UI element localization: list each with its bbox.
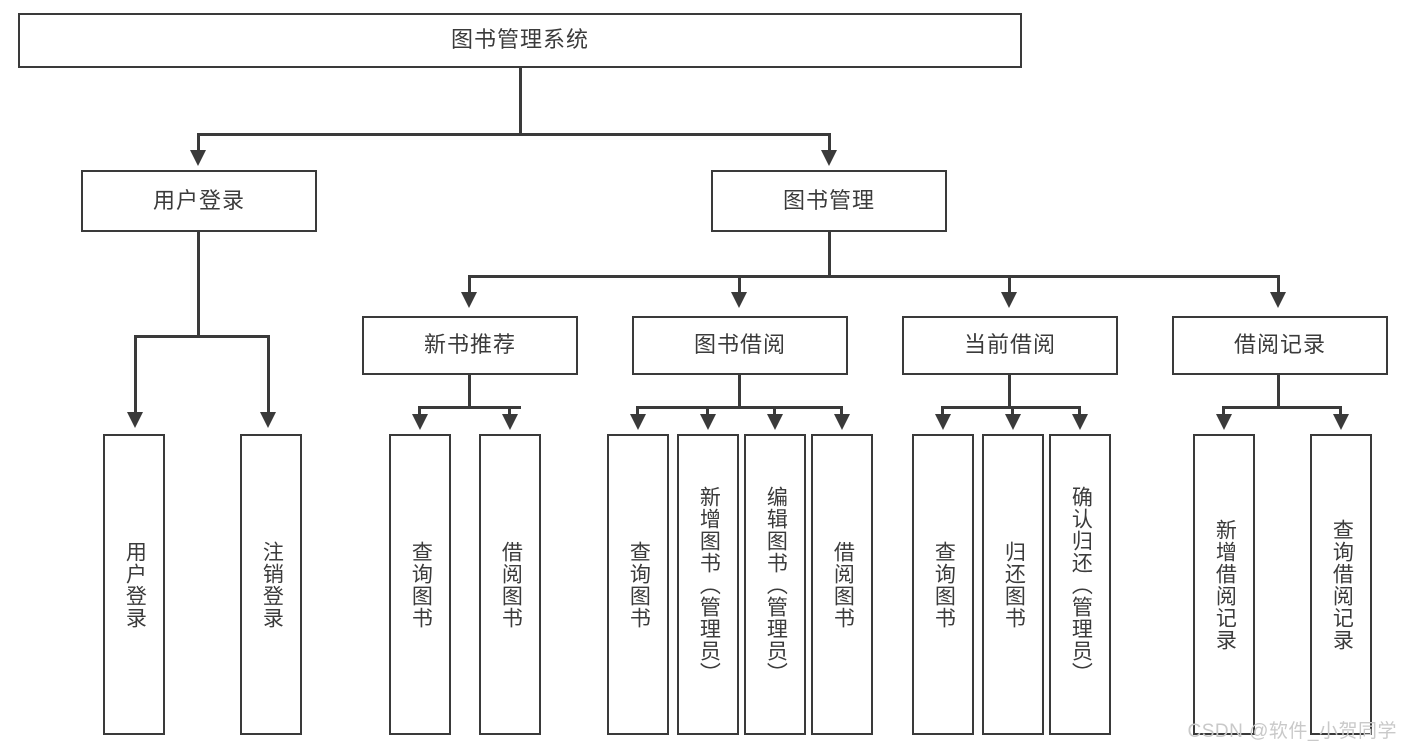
- leaf-current-borrow-3[interactable]: 确认归还（管理员）: [1049, 434, 1111, 735]
- connector-new-book-recommend-bus: [418, 406, 521, 409]
- node-label: 用户登录: [123, 540, 147, 629]
- node-borrow-record[interactable]: 借阅记录: [1172, 316, 1388, 375]
- arrowhead-user-login: [190, 150, 206, 166]
- arrowhead-leaf-cb-1: [935, 414, 951, 430]
- connector-new-book-recommend-stem: [468, 375, 471, 408]
- node-label: 查询图书: [932, 540, 956, 629]
- connector-book-borrow-stem: [738, 375, 741, 408]
- leaf-new-book-recommend-1[interactable]: 查询图书: [389, 434, 451, 735]
- arrowhead-leaf-user-login-1: [127, 412, 143, 428]
- connector-bb-to-leaf-1: [636, 406, 639, 418]
- connector-cb-to-leaf-1: [941, 406, 944, 418]
- node-label: 编辑图书（管理员）: [764, 485, 788, 684]
- arrowhead-leaf-cb-3: [1072, 414, 1088, 430]
- arrowhead-leaf-bb-1: [630, 414, 646, 430]
- connector-bb-to-leaf-2: [706, 406, 709, 418]
- node-label: 注销登录: [260, 540, 284, 629]
- connector-root-bus: [197, 133, 831, 136]
- node-label: 新书推荐: [423, 332, 516, 358]
- leaf-borrow-record-1[interactable]: 新增借阅记录: [1193, 434, 1255, 735]
- arrowhead-leaf-br-2: [1333, 414, 1349, 430]
- connector-bm-to-borrow-record: [1277, 275, 1280, 295]
- arrowhead-leaf-nbr-1: [412, 414, 428, 430]
- node-root-book-management-system[interactable]: 图书管理系统: [18, 13, 1022, 68]
- node-current-borrow[interactable]: 当前借阅: [902, 316, 1118, 375]
- node-book-borrow[interactable]: 图书借阅: [632, 316, 848, 375]
- connector-root-to-user-login: [197, 133, 200, 153]
- node-label: 借阅记录: [1233, 332, 1326, 358]
- node-book-management[interactable]: 图书管理: [711, 170, 947, 232]
- connector-nbr-to-leaf-2: [508, 406, 511, 418]
- connector-user-login-bus: [134, 335, 270, 338]
- node-label: 图书管理: [782, 187, 875, 213]
- node-label: 图书管理系统: [450, 27, 589, 53]
- leaf-new-book-recommend-2[interactable]: 借阅图书: [479, 434, 541, 735]
- arrowhead-book-management: [821, 150, 837, 166]
- node-label: 归还图书: [1002, 540, 1026, 629]
- arrowhead-leaf-nbr-2: [502, 414, 518, 430]
- node-label: 图书借阅: [693, 332, 786, 358]
- leaf-user-login-2[interactable]: 注销登录: [240, 434, 302, 735]
- node-label: 确认归还（管理员）: [1069, 485, 1093, 684]
- node-label: 用户登录: [152, 187, 245, 213]
- connector-root-to-book-management: [828, 133, 831, 153]
- node-label: 新增借阅记录: [1213, 518, 1237, 651]
- connector-nbr-to-leaf-1: [418, 406, 421, 418]
- connector-book-management-stem: [828, 232, 831, 277]
- connector-current-borrow-stem: [1008, 375, 1011, 408]
- connector-br-to-leaf-1: [1222, 406, 1225, 418]
- connector-cb-to-leaf-3: [1078, 406, 1081, 418]
- arrowhead-leaf-user-login-2: [260, 412, 276, 428]
- leaf-borrow-record-2[interactable]: 查询借阅记录: [1310, 434, 1372, 735]
- connector-bb-to-leaf-4: [840, 406, 843, 418]
- leaf-book-borrow-3[interactable]: 编辑图书（管理员）: [744, 434, 806, 735]
- node-user-login[interactable]: 用户登录: [81, 170, 317, 232]
- arrowhead-book-borrow: [731, 292, 747, 308]
- arrowhead-leaf-br-1: [1216, 414, 1232, 430]
- node-label: 查询图书: [627, 540, 651, 629]
- connector-user-login-to-leaf-2: [267, 335, 270, 415]
- connector-cb-to-leaf-2: [1011, 406, 1014, 418]
- connector-br-to-leaf-2: [1339, 406, 1342, 418]
- connector-bm-to-book-borrow: [738, 275, 741, 295]
- connector-bb-to-leaf-3: [773, 406, 776, 418]
- connector-user-login-to-leaf-1: [134, 335, 137, 415]
- connector-root-stem: [519, 68, 522, 135]
- leaf-current-borrow-2[interactable]: 归还图书: [982, 434, 1044, 735]
- connector-current-borrow-bus: [941, 406, 1080, 409]
- node-label: 新增图书（管理员）: [697, 485, 721, 684]
- connector-bm-to-new-book-recommend: [468, 275, 471, 295]
- leaf-current-borrow-1[interactable]: 查询图书: [912, 434, 974, 735]
- leaf-book-borrow-4[interactable]: 借阅图书: [811, 434, 873, 735]
- arrowhead-leaf-bb-3: [767, 414, 783, 430]
- node-label: 借阅图书: [831, 540, 855, 629]
- connector-borrow-record-bus: [1222, 406, 1341, 409]
- arrowhead-current-borrow: [1001, 292, 1017, 308]
- node-label: 当前借阅: [963, 332, 1056, 358]
- node-label: 查询借阅记录: [1330, 518, 1354, 651]
- connector-user-login-stem: [197, 232, 200, 338]
- arrowhead-leaf-bb-2: [700, 414, 716, 430]
- connector-book-management-bus: [468, 275, 1280, 278]
- arrowhead-leaf-bb-4: [834, 414, 850, 430]
- leaf-book-borrow-2[interactable]: 新增图书（管理员）: [677, 434, 739, 735]
- arrowhead-borrow-record: [1270, 292, 1286, 308]
- node-label: 查询图书: [409, 540, 433, 629]
- connector-bm-to-current-borrow: [1008, 275, 1011, 295]
- arrowhead-leaf-cb-2: [1005, 414, 1021, 430]
- connector-borrow-record-stem: [1277, 375, 1280, 408]
- watermark-text: CSDN @软件_小贺同学: [1187, 721, 1397, 742]
- node-new-book-recommend[interactable]: 新书推荐: [362, 316, 578, 375]
- connector-book-borrow-bus: [636, 406, 843, 409]
- arrowhead-new-book-recommend: [461, 292, 477, 308]
- leaf-user-login-1[interactable]: 用户登录: [103, 434, 165, 735]
- node-label: 借阅图书: [499, 540, 523, 629]
- leaf-book-borrow-1[interactable]: 查询图书: [607, 434, 669, 735]
